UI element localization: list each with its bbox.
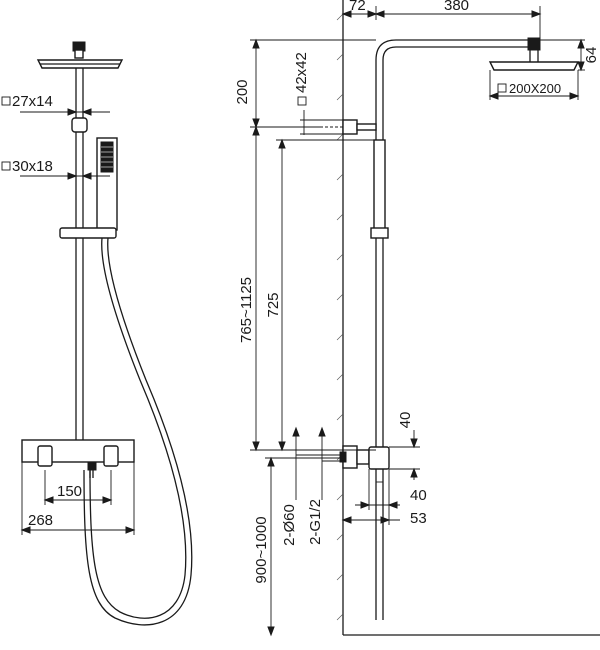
dim-floor-height: 900~1000 bbox=[253, 516, 270, 583]
pipe-collar bbox=[71, 117, 88, 133]
hose bbox=[89, 237, 187, 619]
side-hand-shower bbox=[373, 139, 386, 231]
wall-hatch bbox=[336, 13, 344, 621]
side-valve-body bbox=[368, 446, 390, 470]
dim-valve-depth: 40 bbox=[410, 487, 427, 504]
dim-arm-length: 380 bbox=[444, 0, 469, 14]
wall-bracket bbox=[342, 119, 358, 135]
dim-valve-height: 40 bbox=[397, 412, 414, 429]
dim-handset-size: 30x18 bbox=[12, 158, 53, 175]
side-view: 72 380 64 200X200 200 42x42 bbox=[234, 0, 600, 637]
hand-shower-bracket bbox=[59, 227, 117, 239]
side-shower-head bbox=[488, 61, 580, 71]
dim-valve-projection: 53 bbox=[410, 510, 427, 527]
dim-adjust-range: 765~1125 bbox=[238, 277, 255, 343]
dim-top-offset: 200 bbox=[234, 79, 251, 104]
dim-head-size: 200X200 bbox=[509, 81, 561, 96]
dim-valve-width: 268 bbox=[28, 512, 53, 529]
side-head-connector bbox=[527, 37, 541, 51]
dim-pipe-length: 725 bbox=[265, 292, 282, 317]
side-bracket bbox=[370, 227, 389, 239]
dim-head-height: 64 bbox=[583, 47, 600, 64]
valve-outlet bbox=[87, 461, 97, 471]
dim-flange-diameter: 2-Ø60 bbox=[281, 504, 298, 546]
dim-inlet-spacing: 150 bbox=[57, 483, 82, 500]
dim-wall-offset: 72 bbox=[349, 0, 366, 14]
dim-thread-size: 2-G1/2 bbox=[307, 499, 324, 545]
dim-bracket-size: 42x42 bbox=[293, 52, 310, 93]
dim-head-pipe-size: 27x14 bbox=[12, 93, 53, 110]
front-view: 27x14 30x18 150 268 bbox=[1, 41, 193, 626]
head-swivel bbox=[74, 49, 84, 59]
